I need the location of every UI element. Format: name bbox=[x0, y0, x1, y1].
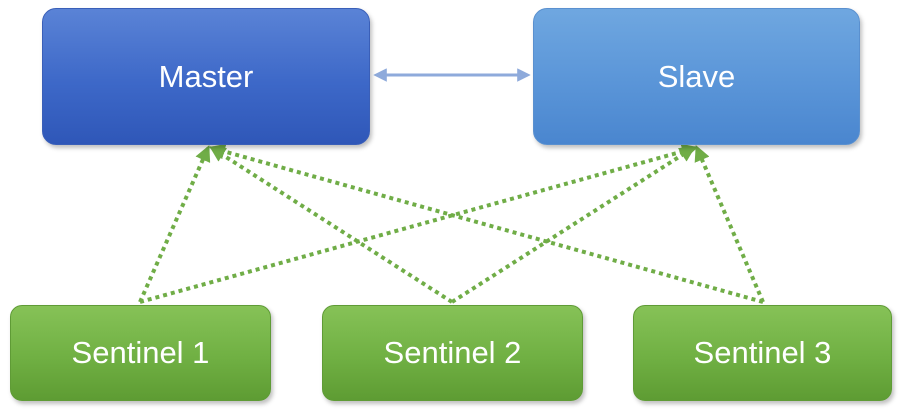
sentinel-3-node[interactable]: Sentinel 3 bbox=[633, 305, 892, 401]
sentinel-1-node[interactable]: Sentinel 1 bbox=[10, 305, 271, 401]
sentinel-1-label: Sentinel 1 bbox=[71, 335, 210, 370]
sentinel2-slave-link bbox=[450, 146, 696, 304]
slave-label: Slave bbox=[657, 58, 736, 94]
master-label: Master bbox=[158, 58, 254, 94]
slave-node[interactable]: Slave bbox=[533, 8, 860, 145]
sentinel-2-node[interactable]: Sentinel 2 bbox=[322, 305, 583, 401]
master-node[interactable]: Master bbox=[42, 8, 370, 145]
sentinel2-master-link bbox=[209, 146, 454, 304]
sentinel3-slave-link bbox=[694, 145, 765, 303]
sentinel1-master-link bbox=[138, 145, 211, 303]
sentinel-2-label: Sentinel 2 bbox=[383, 335, 522, 370]
sentinel-3-label: Sentinel 3 bbox=[693, 335, 832, 370]
